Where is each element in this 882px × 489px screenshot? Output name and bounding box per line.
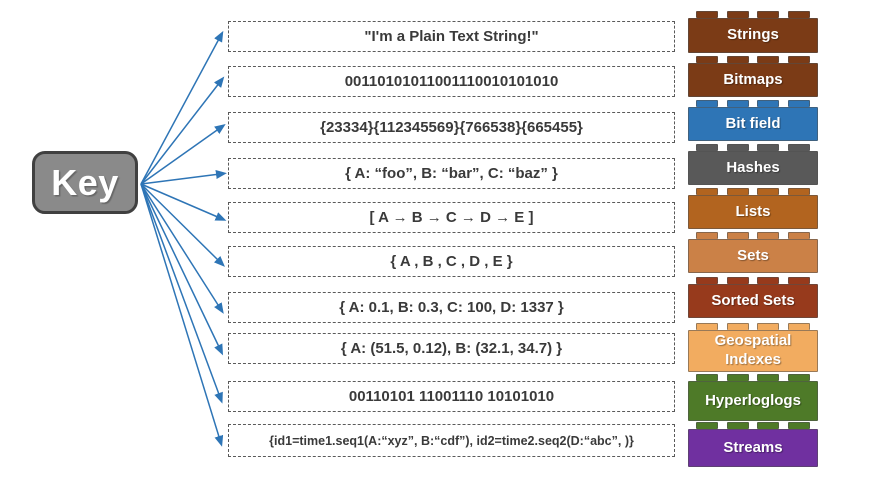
brick-lists: Lists xyxy=(688,188,818,229)
brick-label: Hyperloglogs xyxy=(705,391,801,409)
arrow-streams xyxy=(140,183,224,447)
value-box-bitfield: {23334}{112345569}{766538}{665455} xyxy=(228,112,675,143)
value-box-hashes: { A: “foo”, B: “bar”, C: “baz” } xyxy=(228,158,675,189)
brick-studs xyxy=(688,277,818,284)
value-box-strings: "I'm a Plain Text String!" xyxy=(228,21,675,52)
value-box-sortedsets: { A: 0.1, B: 0.3, C: 100, D: 1337 } xyxy=(228,292,675,323)
value-box-hyperloglogs: 00110101 11001110 10101010 xyxy=(228,381,675,412)
brick-studs xyxy=(688,422,818,429)
arrow-sets xyxy=(140,183,225,267)
brick-bitfield: Bit field xyxy=(688,100,818,141)
brick-hashes: Hashes xyxy=(688,144,818,185)
key-label: Key xyxy=(51,161,119,203)
arrow-hashes xyxy=(140,170,227,185)
brick-label: Sets xyxy=(737,246,769,264)
brick-studs xyxy=(688,232,818,239)
brick-label: Geospatial Indexes xyxy=(714,332,792,368)
value-box-sets: { A , B , C , D , E } xyxy=(228,246,675,277)
brick-hyperloglogs: Hyperloglogs xyxy=(688,374,818,421)
arrow-sortedsets xyxy=(140,183,224,314)
arrow-hyperloglogs xyxy=(140,183,223,404)
brick-sortedsets: Sorted Sets xyxy=(688,277,818,318)
brick-label: Hashes xyxy=(726,158,780,176)
key-node: Key xyxy=(32,151,138,214)
arrow-lists xyxy=(140,183,227,221)
brick-studs xyxy=(688,323,818,330)
brick-studs xyxy=(688,100,818,107)
value-box-bitmaps: 00110101011001110010101010 xyxy=(228,66,675,97)
arrow-geospatial xyxy=(140,183,224,356)
brick-studs xyxy=(688,144,818,151)
brick-label: Strings xyxy=(727,26,779,44)
value-box-streams: {id1=time1.seq1(A:“xyz”, B:“cdf”), id2=t… xyxy=(228,424,675,457)
brick-sets: Sets xyxy=(688,232,818,273)
arrow-strings xyxy=(140,30,224,185)
brick-label: Sorted Sets xyxy=(711,291,795,309)
value-box-geospatial: { A: (51.5, 0.12), B: (32.1, 34.7) } xyxy=(228,333,675,364)
brick-bitmaps: Bitmaps xyxy=(688,56,818,97)
brick-label: Lists xyxy=(735,202,771,220)
brick-studs xyxy=(688,188,818,195)
brick-geospatial: Geospatial Indexes xyxy=(688,323,818,372)
arrow-bitfield xyxy=(140,123,226,185)
brick-streams: Streams xyxy=(688,422,818,467)
brick-label: Bit field xyxy=(725,114,781,132)
brick-studs xyxy=(688,11,818,18)
brick-studs xyxy=(688,56,818,63)
brick-strings: Strings xyxy=(688,11,818,53)
value-box-lists: [ A → B → C → D → E ] xyxy=(228,202,675,233)
brick-studs xyxy=(688,374,818,381)
brick-label: Streams xyxy=(723,438,783,456)
arrow-bitmaps xyxy=(140,76,225,185)
brick-label: Bitmaps xyxy=(723,70,783,88)
